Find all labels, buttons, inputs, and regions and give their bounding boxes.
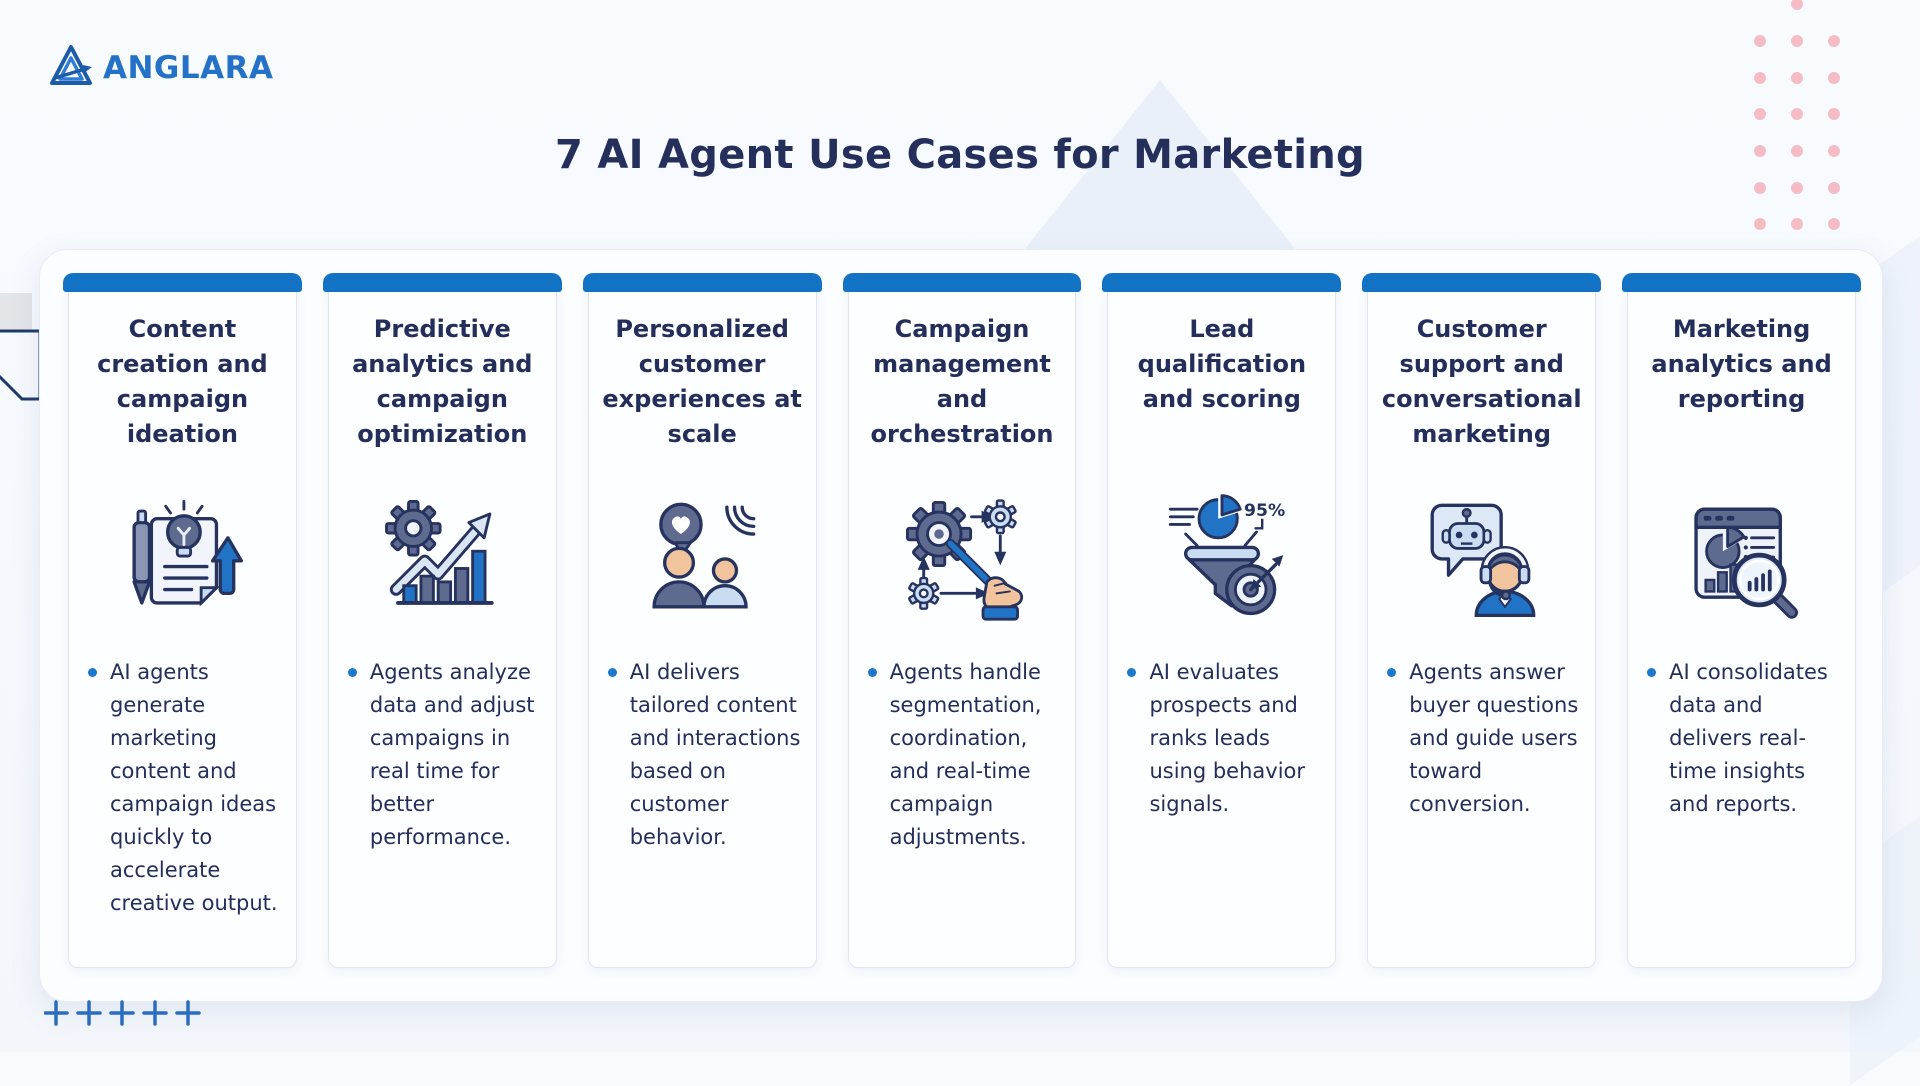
use-case-card-5: Lead qualification and scoring 95% [1102, 273, 1342, 968]
use-case-card-6: Customer support and conversational mark… [1362, 273, 1602, 968]
card-title: Content creation and campaign ideation [97, 315, 268, 448]
anglara-logo-text: ANGLARA [103, 50, 274, 86]
bullet-dot [1127, 668, 1137, 677]
use-case-card-1: Content creation and campaign ideation [63, 273, 302, 968]
campaign-orchestration-icon [854, 486, 1071, 628]
card-top-bar [1622, 273, 1862, 292]
pink-dots-pattern [1744, 0, 1874, 254]
plus-marks-pattern [43, 998, 214, 1032]
lead-qualification-icon: 95% [1113, 486, 1330, 628]
card-title: Lead qualification and scoring [1137, 315, 1307, 413]
card-bullets: Agents analyze data and adjust campaigns… [334, 656, 551, 854]
card-title: Predictive analytics and campaign optimi… [352, 315, 533, 448]
svg-text:95%: 95% [1244, 501, 1285, 521]
card-body: Lead qualification and scoring 95% [1107, 290, 1337, 968]
bullet-item: AI delivers tailored content and interac… [606, 656, 803, 854]
card-bullets: AI agents generate marketing content and… [74, 656, 291, 920]
bullet-item: AI agents generate marketing content and… [86, 656, 283, 920]
card-body: Campaign management and orchestration [847, 290, 1077, 968]
bullet-text: AI delivers tailored content and interac… [629, 660, 801, 849]
cards-row: Content creation and campaign ideation [63, 273, 1862, 968]
use-case-card-7: Marketing analytics and reporting [1622, 273, 1862, 968]
bullet-text: AI agents generate marketing content and… [110, 660, 278, 915]
bullet-dot [1647, 668, 1657, 677]
card-bullets: AI delivers tailored content and interac… [594, 656, 811, 854]
predictive-analytics-icon [334, 486, 551, 628]
bullet-dot [607, 668, 617, 677]
customer-support-icon [1373, 486, 1590, 628]
card-body: Customer support and conversational mark… [1367, 290, 1597, 968]
bullet-text: AI evaluates prospects and ranks leads u… [1149, 660, 1306, 816]
bullet-text: Agents answer buyer questions and guide … [1409, 660, 1579, 816]
card-body: Personalized customer experiences at sca… [587, 290, 817, 968]
card-top-bar [842, 273, 1082, 292]
personalized-experience-icon [594, 486, 811, 628]
card-body: Predictive analytics and campaign optimi… [327, 290, 557, 968]
card-bullets: Agents handle segmentation, coordination… [854, 656, 1071, 854]
use-case-card-2: Predictive analytics and campaign optimi… [322, 273, 562, 968]
bullet-dot [867, 668, 877, 677]
page-title: 7 AI Agent Use Cases for Marketing [555, 132, 1365, 178]
anglara-logo: ANGLARA [49, 44, 274, 92]
card-top-bar [1362, 273, 1602, 292]
card-bullets: AI evaluates prospects and ranks leads u… [1113, 656, 1330, 821]
card-title: Personalized customer experiences at sca… [602, 315, 802, 448]
use-case-card-3: Personalized customer experiences at sca… [582, 273, 822, 968]
marketing-reporting-icon [1633, 486, 1850, 628]
card-top-bar [1102, 273, 1342, 292]
bullet-item: AI consolidates data and delivers real-t… [1645, 656, 1842, 821]
bullet-text: AI consolidates data and delivers real-t… [1669, 660, 1828, 816]
bullet-text: Agents handle segmentation, coordination… [889, 660, 1042, 849]
content-creation-icon [74, 486, 291, 628]
card-top-bar [582, 273, 822, 292]
card-bullets: AI consolidates data and delivers real-t… [1633, 656, 1850, 821]
bullet-dot [88, 668, 97, 677]
card-bullets: Agents answer buyer questions and guide … [1373, 656, 1590, 821]
card-title: Campaign management and orchestration [870, 315, 1054, 448]
card-top-bar [322, 273, 562, 292]
card-title: Customer support and conversational mark… [1381, 315, 1582, 448]
bullet-text: Agents analyze data and adjust campaigns… [369, 660, 535, 849]
bullet-dot [1387, 668, 1397, 677]
bullet-item: Agents answer buyer questions and guide … [1385, 656, 1582, 821]
use-case-card-4: Campaign management and orchestration [842, 273, 1082, 968]
card-body: Content creation and campaign ideation [68, 290, 297, 968]
use-cases-panel: Content creation and campaign ideation [39, 249, 1883, 1002]
bullet-item: Agents analyze data and adjust campaigns… [346, 656, 543, 854]
bullet-item: AI evaluates prospects and ranks leads u… [1125, 656, 1322, 821]
bullet-dot [347, 668, 357, 677]
card-title: Marketing analytics and reporting [1651, 315, 1832, 413]
bullet-item: Agents handle segmentation, coordination… [866, 656, 1063, 854]
card-body: Marketing analytics and reporting [1627, 290, 1857, 968]
card-top-bar [63, 273, 302, 292]
anglara-logo-mark-icon [49, 44, 93, 92]
left-edge-cutoff-shape [0, 293, 46, 409]
